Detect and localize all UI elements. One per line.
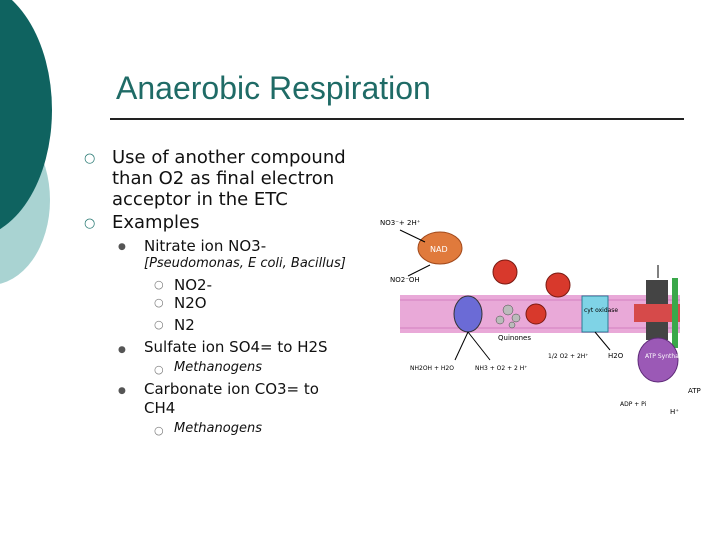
nad-enzyme — [417, 231, 463, 265]
bullet-text: Sulfate ion SO4= to H2S — [144, 338, 328, 356]
bullet-text: CH4 — [144, 399, 176, 417]
cyt-label: cyt oxidase — [584, 307, 618, 314]
atp-synthase-label: ATP Synthase — [645, 353, 686, 360]
bottom-mid-label: NH3 + O2 + 2 H⁺ — [475, 365, 527, 372]
bullet-text: than O2 as final electron — [112, 168, 335, 189]
bullet-text: acceptor in the ETC — [112, 189, 288, 210]
slide-decoration — [0, 0, 52, 284]
synthase-ring — [634, 304, 680, 322]
bullet-ring-small: ○ — [154, 318, 164, 331]
bullet-ring-small: ○ — [154, 296, 164, 309]
h2o-label: H2O — [608, 352, 624, 360]
bullet-dot: ● — [118, 242, 126, 252]
no3-label: NO3⁻+ 2H⁺ — [380, 219, 421, 227]
bullet-text: Nitrate ion NO3- — [144, 237, 267, 255]
etc-diagram: NAD NO3⁻+ 2H⁺ NO2⁻OH Quinones cyt oxidas… — [380, 219, 701, 416]
atp-label: ATP — [688, 387, 701, 395]
iron-sulfur-center — [545, 272, 571, 298]
nad-label: NAD — [430, 245, 448, 254]
bullet-ring-small: ○ — [154, 363, 164, 376]
bullet-note: [Pseudomonas, E coli, Bacillus] — [144, 256, 346, 271]
bullet-text: NO2- — [174, 276, 212, 294]
bullet-dot: ● — [118, 345, 126, 355]
bullet-text: Use of another compound — [112, 147, 346, 168]
atp-synthase — [637, 337, 679, 383]
bullet-ring-2: ○ — [84, 216, 96, 231]
bullet-text: Examples — [112, 212, 200, 233]
adp-label: ADP + Pi — [620, 401, 647, 408]
quinones-label: Quinones — [498, 334, 531, 342]
bullet-ring-small: ○ — [154, 424, 164, 437]
synthase-arm — [672, 278, 678, 348]
half-o2-label: 1/2 O2 + 2H⁺ — [548, 353, 588, 360]
h-plus-label: H⁺ — [670, 408, 679, 416]
reductase-complex — [453, 295, 483, 333]
slide-title: Anaerobic Respiration — [116, 70, 431, 106]
iron-sulfur-center — [492, 259, 518, 285]
bullet-ring-small: ○ — [154, 278, 164, 291]
bullet-note: Methanogens — [174, 360, 262, 375]
bullet-text: N2O — [174, 294, 207, 312]
cyt-oxidase — [581, 295, 609, 333]
title-rule — [110, 118, 684, 120]
bullet-text: Carbonate ion CO3= to — [144, 380, 319, 398]
bullet-text: N2 — [174, 316, 195, 334]
quinone-pool — [495, 304, 521, 329]
bullet-ring-1: ○ — [84, 151, 96, 166]
iron-sulfur-center — [525, 303, 547, 325]
bullet-dot: ● — [118, 386, 126, 396]
bottom-left-label: NH2OH + H2O — [410, 365, 454, 372]
no2oh-label: NO2⁻OH — [390, 276, 420, 284]
bullet-note: Methanogens — [174, 421, 262, 436]
